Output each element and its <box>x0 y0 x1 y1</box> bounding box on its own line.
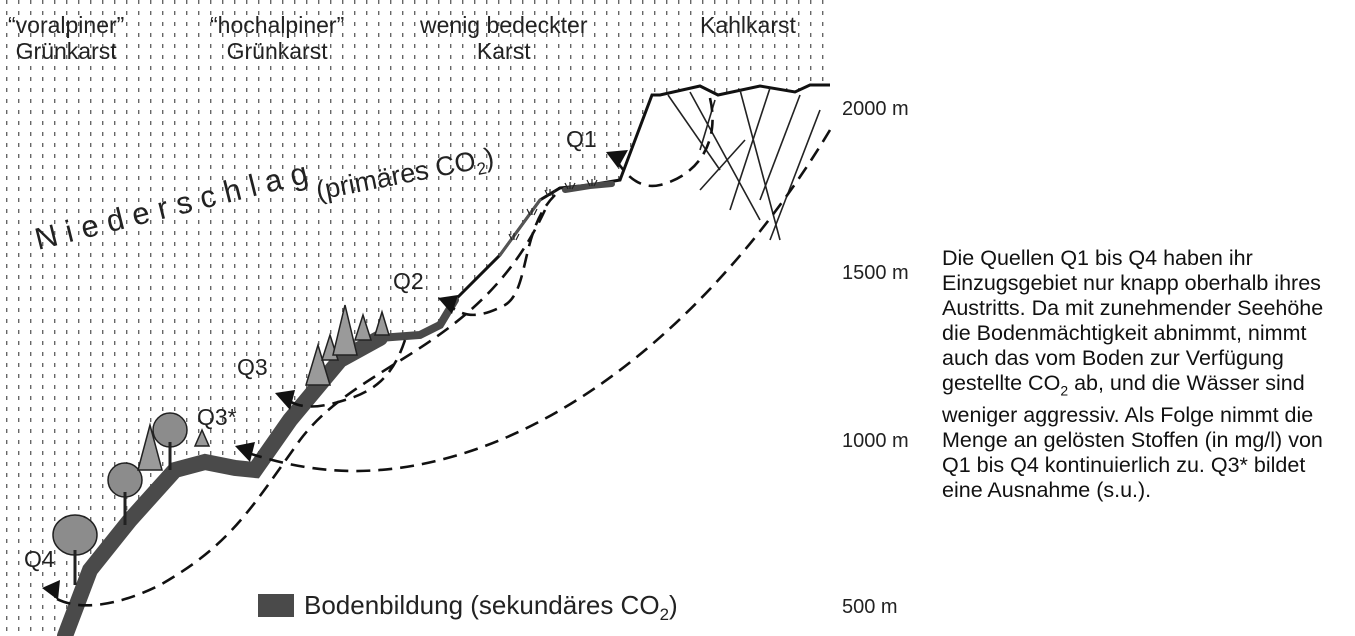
deciduous-tree <box>52 412 188 556</box>
precipitation-field <box>0 0 830 636</box>
spring-label-q2: Q2 <box>393 268 424 294</box>
grass-tufts <box>508 179 598 241</box>
elevation-label-1000: 1000 m <box>842 430 909 452</box>
legend-swatch <box>258 594 294 617</box>
zone-label-voralpiner: “voralpiner” Grünkarst <box>8 12 125 64</box>
flow-q4 <box>54 209 547 607</box>
flow-q1 <box>613 97 714 188</box>
spring-label-q3: Q3 <box>237 354 268 380</box>
spring-arrows <box>42 150 628 600</box>
legend-close: ) <box>668 590 678 620</box>
trees <box>52 304 391 585</box>
legend-sub: 2 <box>659 605 669 625</box>
elevation-label-2000: 2000 m <box>842 98 909 120</box>
elevation-label-500: 500 m <box>842 596 898 618</box>
flow-q3star <box>244 129 832 473</box>
soil-layer <box>57 181 615 636</box>
flow-q3 <box>284 339 407 408</box>
zone-label-hochalpiner: “hochalpiner” Grünkarst <box>210 12 345 64</box>
legend-text: Bodenbildung (sekundäres CO <box>304 590 660 620</box>
caption-text: Die Quellen Q1 bis Q4 haben ihr Einzugsg… <box>942 246 1324 503</box>
zone-label-kahlkarst: Kahlkarst <box>700 12 796 38</box>
legend: Bodenbildung (sekundäres CO2) <box>258 590 678 625</box>
conifer-trees <box>137 304 391 471</box>
flow-paths <box>54 97 832 607</box>
spring-label-q4: Q4 <box>24 546 55 572</box>
spring-label-q3star: Q3* <box>197 404 237 430</box>
elevation-label-1500: 1500 m <box>842 262 909 284</box>
spring-label-q1: Q1 <box>566 126 597 152</box>
zone-label-wenig-bedeckt: wenig bedeckter Karst <box>420 12 588 64</box>
flow-q2 <box>449 194 556 317</box>
